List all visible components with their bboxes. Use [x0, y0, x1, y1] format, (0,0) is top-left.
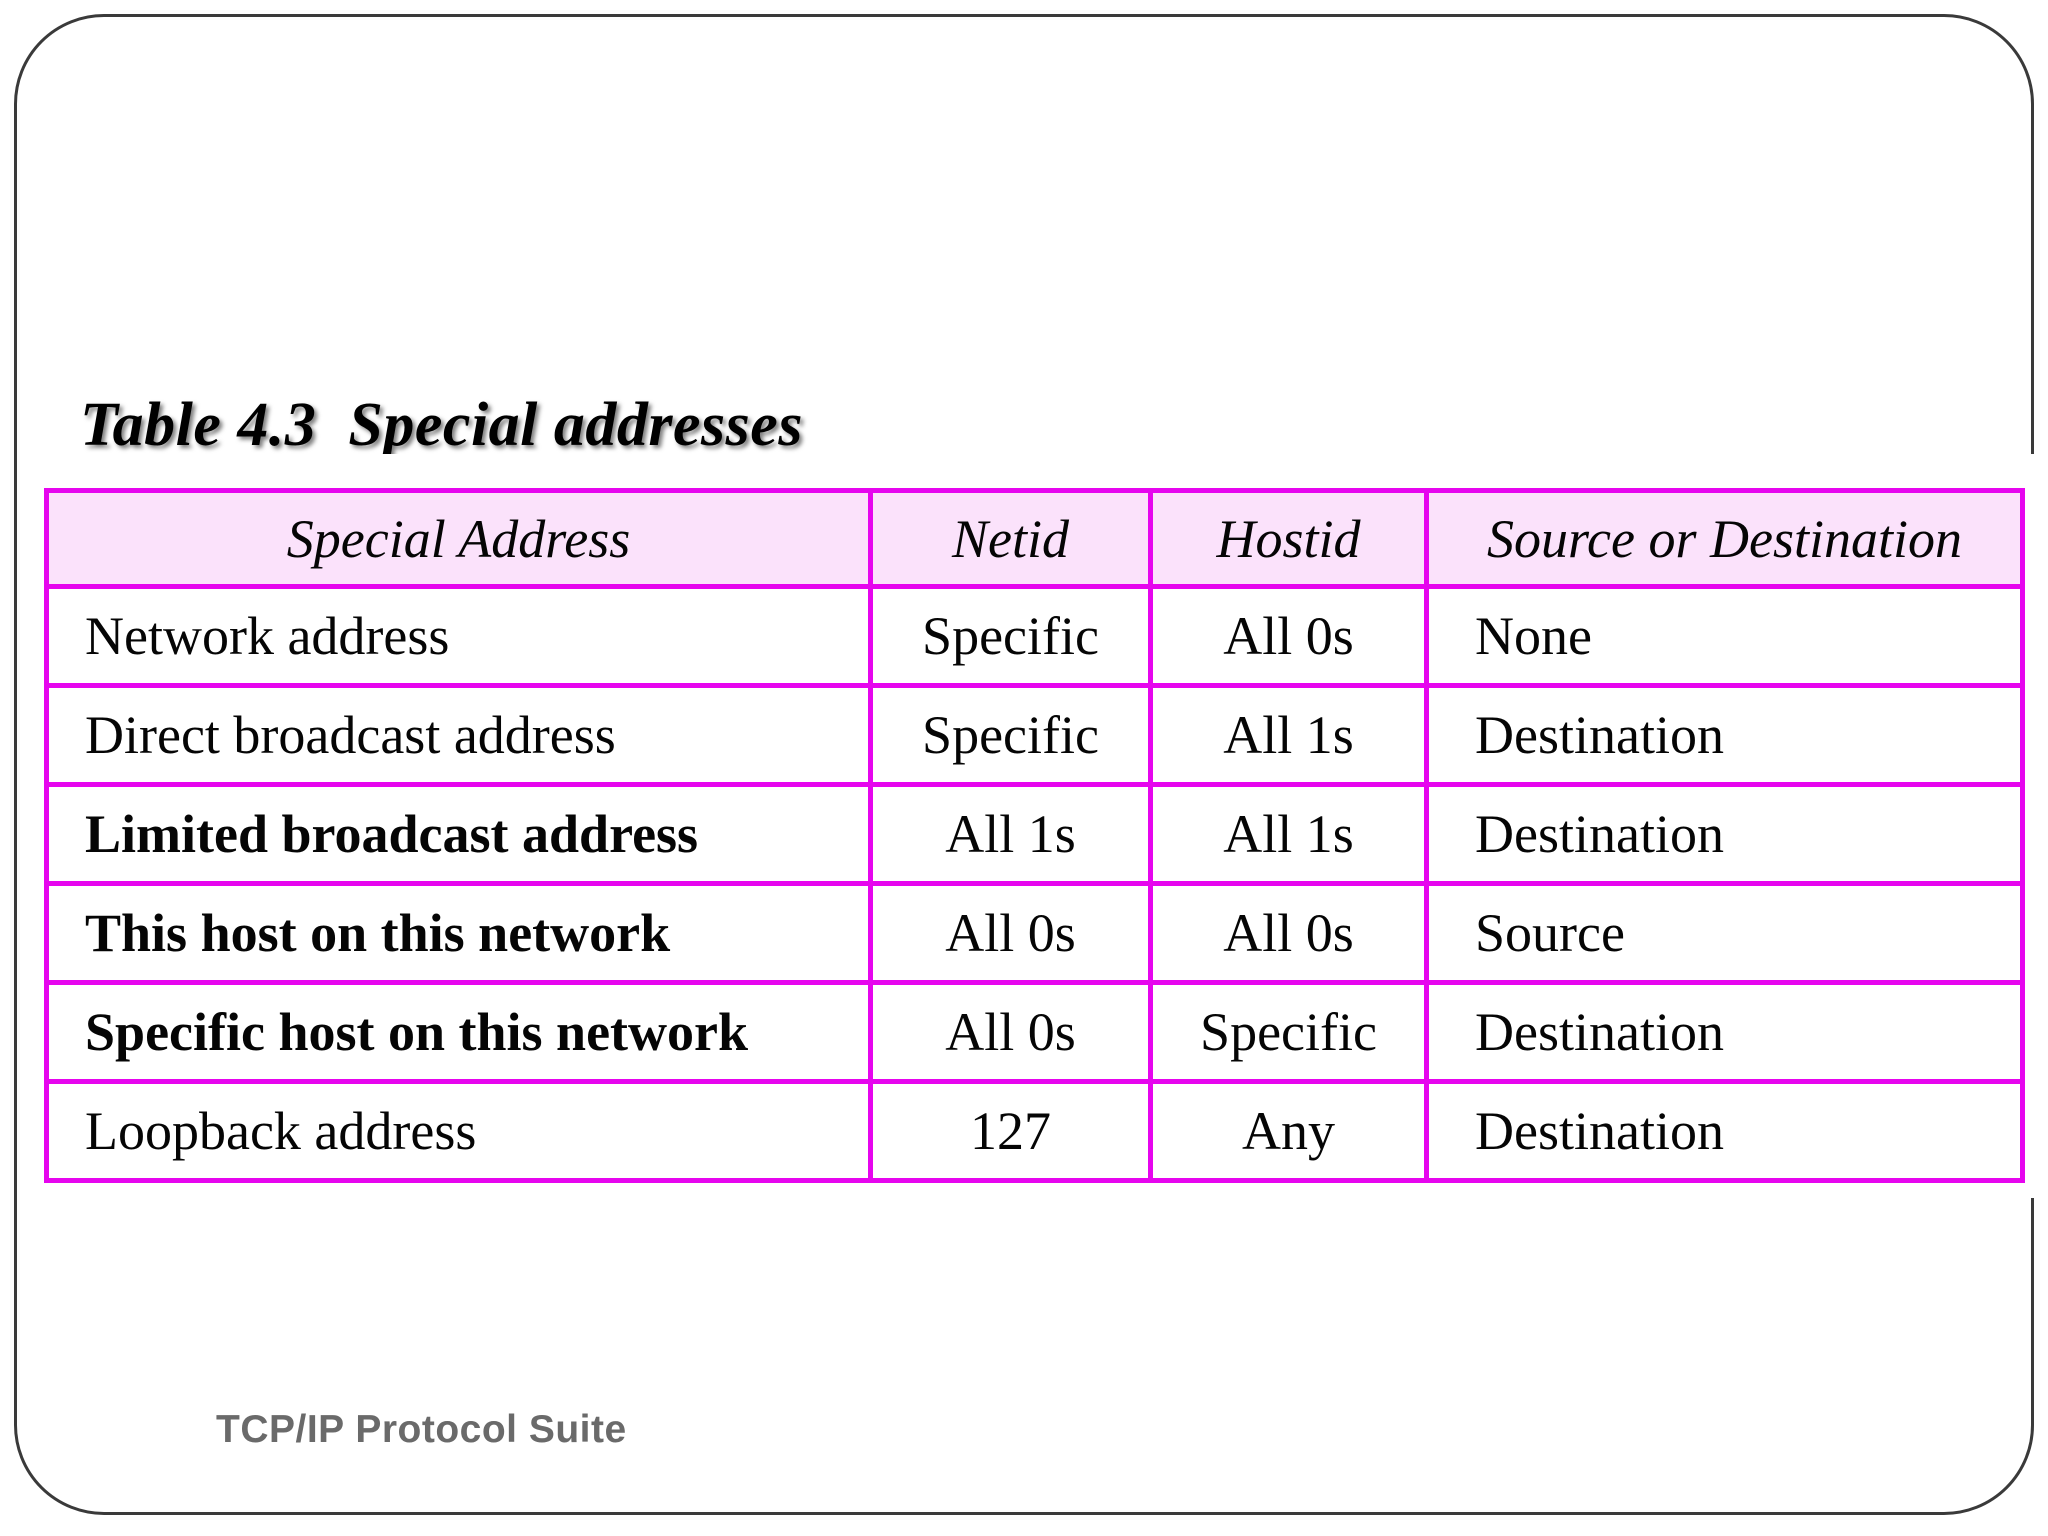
- table-header-row: Special Address Netid Hostid Source or D…: [44, 488, 2025, 589]
- cell-netid: 127: [868, 1079, 1153, 1183]
- cell-hostid: Any: [1148, 1079, 1429, 1183]
- footer-text: TCP/IP Protocol Suite: [216, 1408, 627, 1451]
- cell-hostid: All 1s: [1148, 782, 1429, 886]
- cell-hostid: All 1s: [1148, 683, 1429, 787]
- cell-special-address: Specific host on this network: [44, 980, 873, 1084]
- cell-hostid: Specific: [1148, 980, 1429, 1084]
- col-header-special-address: Special Address: [44, 488, 873, 589]
- cell-special-address: This host on this network: [44, 881, 873, 985]
- table-row: Specific host on this network All 0s Spe…: [44, 980, 2025, 1084]
- cell-netid: Specific: [868, 584, 1153, 688]
- cell-special-address: Network address: [44, 584, 873, 688]
- table-row: This host on this network All 0s All 0s …: [44, 881, 2025, 985]
- cell-netid: All 0s: [868, 881, 1153, 985]
- table-row: Loopback address 127 Any Destination: [44, 1079, 2025, 1183]
- cell-special-address: Direct broadcast address: [44, 683, 873, 787]
- cell-source-or-destination: Destination: [1424, 683, 2025, 787]
- page-title: Table 4.3 Special addresses: [80, 391, 803, 459]
- col-header-source-or-destination: Source or Destination: [1424, 488, 2025, 589]
- col-header-netid: Netid: [868, 488, 1153, 589]
- cell-netid: Specific: [868, 683, 1153, 787]
- col-header-hostid: Hostid: [1148, 488, 1429, 589]
- cell-special-address: Loopback address: [44, 1079, 873, 1183]
- cell-hostid: All 0s: [1148, 881, 1429, 985]
- table-row: Limited broadcast address All 1s All 1s …: [44, 782, 2025, 886]
- table-row: Direct broadcast address Specific All 1s…: [44, 683, 2025, 787]
- cell-hostid: All 0s: [1148, 584, 1429, 688]
- cell-source-or-destination: Destination: [1424, 782, 2025, 886]
- table-panel: Special Address Netid Hostid Source or D…: [40, 454, 2048, 1198]
- cell-source-or-destination: None: [1424, 584, 2025, 688]
- cell-netid: All 1s: [868, 782, 1153, 886]
- table-row: Network address Specific All 0s None: [44, 584, 2025, 688]
- cell-special-address: Limited broadcast address: [44, 782, 873, 886]
- cell-source-or-destination: Destination: [1424, 980, 2025, 1084]
- cell-netid: All 0s: [868, 980, 1153, 1084]
- special-addresses-table: Special Address Netid Hostid Source or D…: [44, 488, 2025, 1183]
- cell-source-or-destination: Source: [1424, 881, 2025, 985]
- cell-source-or-destination: Destination: [1424, 1079, 2025, 1183]
